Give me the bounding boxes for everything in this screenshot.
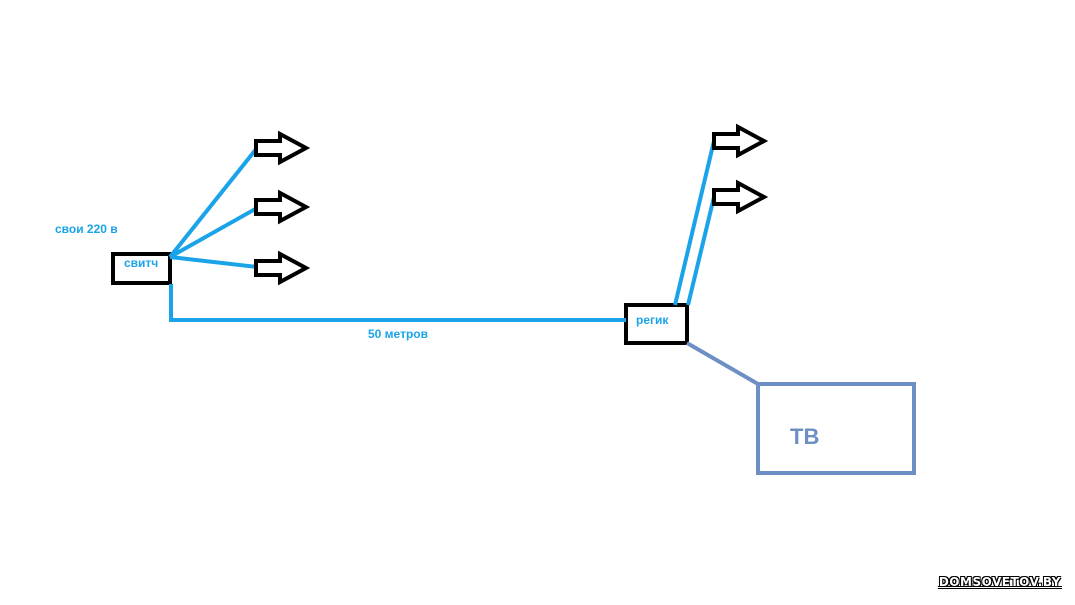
router-output-arrow-icon xyxy=(712,179,769,215)
cable-switch-to-output-2 xyxy=(169,206,258,259)
switch-box xyxy=(111,252,172,285)
power-note-label: свои 220 в xyxy=(55,222,118,236)
router-box xyxy=(624,303,689,345)
cable-switch-to-router xyxy=(169,284,626,322)
cable-switch-to-output-1 xyxy=(168,146,259,259)
switch-output-arrow-icon xyxy=(254,189,311,225)
cable-length-label: 50 метров xyxy=(368,327,428,341)
cable-switch-to-output-3 xyxy=(169,255,258,269)
cable-router-to-tv xyxy=(685,341,760,386)
router-output-arrow-icon xyxy=(712,123,769,159)
switch-output-arrow-icon xyxy=(254,250,311,286)
tv-label: ТВ xyxy=(790,424,820,449)
switch-label: свитч xyxy=(124,256,159,270)
router-label: регик xyxy=(636,313,669,327)
cable-router-to-output-1 xyxy=(673,140,716,306)
watermark: DOMSOVETOV.BY xyxy=(938,575,1061,589)
tv-box xyxy=(756,382,916,475)
switch-output-arrow-icon xyxy=(254,130,311,166)
cable-router-to-output-2 xyxy=(686,196,716,306)
